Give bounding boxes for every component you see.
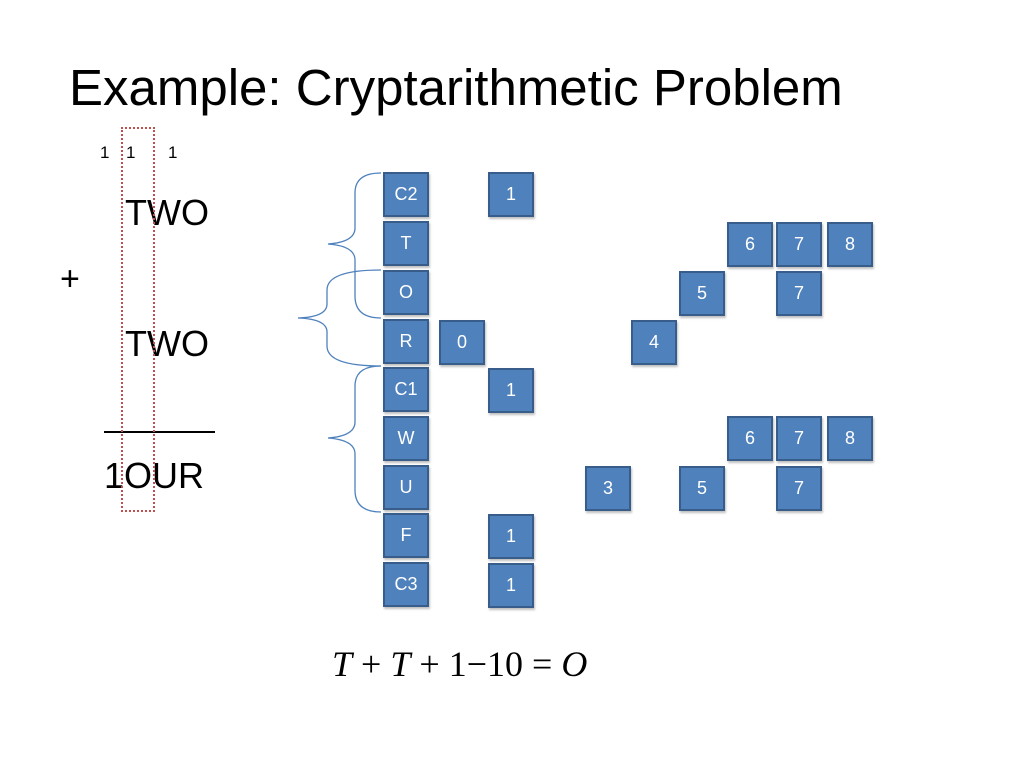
domain-cell-r-0: 0 [439,320,485,365]
eq-operator: + [419,644,440,684]
domain-cell-u-5: 5 [679,466,725,511]
eq-operator: + [361,644,382,684]
brace-c1-w-u [327,365,382,513]
domain-cell-f-1: 1 [488,514,534,559]
column-equation: T + T + 1−10 = O [332,646,587,682]
eq-term: T [332,644,353,684]
variable-cell-c2: C2 [383,172,429,217]
domain-cell-o-7: 7 [776,271,822,316]
brace-o-r-c1 [297,269,382,367]
eq-term: 10 [487,644,523,684]
eq-operator: − [466,644,487,684]
variable-cell-t: T [383,221,429,266]
domain-cell-t-8: 8 [827,222,873,267]
sum-line [104,431,215,433]
brace-c2-t-o [327,172,382,319]
eq-term: 1 [448,644,467,684]
eq-operator: = [532,644,553,684]
domain-cell-w-7: 7 [776,416,822,461]
domain-cell-u-7: 7 [776,466,822,511]
variable-cell-r: R [383,319,429,364]
column-highlight [121,127,155,512]
domain-cell-w-8: 8 [827,416,873,461]
plus-sign: + [60,260,80,298]
domain-cell-r-4: 4 [631,320,677,365]
variable-cell-u: U [383,465,429,510]
variable-cell-o: O [383,270,429,315]
addend-2: TWO [125,323,209,364]
addend-1: TWO [125,192,209,233]
carry-digit: 1 [168,143,178,162]
carry-digit: 1 [100,143,110,162]
eq-term: T [390,644,411,684]
variable-cell-f: F [383,513,429,558]
domain-cell-u-3: 3 [585,466,631,511]
carry-digit: 1 [126,143,136,162]
domain-cell-c1-1: 1 [488,368,534,413]
domain-cell-c2-1: 1 [488,172,534,217]
domain-cell-t-6: 6 [727,222,773,267]
variable-cell-w: W [383,416,429,461]
domain-cell-w-6: 6 [727,416,773,461]
domain-cell-t-7: 7 [776,222,822,267]
domain-cell-o-5: 5 [679,271,725,316]
domain-cell-c3-1: 1 [488,563,534,608]
variable-cell-c1: C1 [383,367,429,412]
slide-title: Example: Cryptarithmetic Problem [69,59,843,116]
eq-term: O [561,644,588,684]
variable-cell-c3: C3 [383,562,429,607]
